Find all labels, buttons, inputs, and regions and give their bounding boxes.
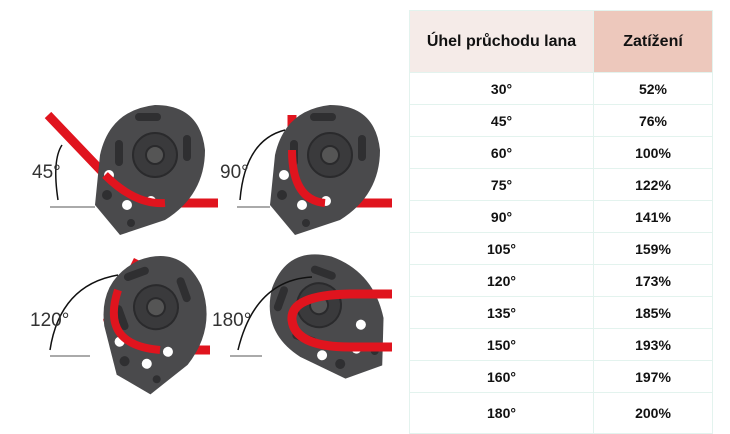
load-cell: 52% xyxy=(593,72,713,105)
angle-label-45: 45° xyxy=(32,162,61,183)
angle-cell: 30° xyxy=(409,72,594,105)
header-load: Zatížení xyxy=(593,10,713,73)
angle-cell: 75° xyxy=(409,168,594,201)
angle-cell: 135° xyxy=(409,296,594,329)
angle-cell: 45° xyxy=(409,104,594,137)
table-row: 135°185% xyxy=(409,296,713,329)
load-cell: 122% xyxy=(593,168,713,201)
table-row: 90°141% xyxy=(409,200,713,233)
load-cell: 100% xyxy=(593,136,713,169)
pulley-90-diagram: 90° xyxy=(220,104,392,236)
table-row: 75°122% xyxy=(409,168,713,201)
table-row: 45°76% xyxy=(409,104,713,137)
angle-cell: 120° xyxy=(409,264,594,297)
angle-cell: 180° xyxy=(409,392,594,434)
angle-cell: 150° xyxy=(409,328,594,361)
table-row: 120°173% xyxy=(409,264,713,297)
load-cell: 76% xyxy=(593,104,713,137)
table-row: 160°197% xyxy=(409,360,713,393)
angle-cell: 160° xyxy=(409,360,594,393)
load-cell: 141% xyxy=(593,200,713,233)
angle-cell: 105° xyxy=(409,232,594,265)
angle-label-180: 180° xyxy=(212,310,251,331)
load-cell: 185% xyxy=(593,296,713,329)
angle-label-120: 120° xyxy=(30,310,69,331)
table-row: 150°193% xyxy=(409,328,713,361)
angle-cell: 90° xyxy=(409,200,594,233)
header-angle: Úhel průchodu lana xyxy=(409,10,594,73)
table-row: 60°100% xyxy=(409,136,713,169)
load-cell: 173% xyxy=(593,264,713,297)
table-header-row: Úhel průchodu lana Zatížení xyxy=(409,10,713,73)
pulley-180-diagram: 180° xyxy=(212,240,400,390)
pulley-45-diagram: 45° xyxy=(32,104,218,236)
load-cell: 159% xyxy=(593,232,713,265)
load-cell: 200% xyxy=(593,392,713,434)
angle-label-90: 90° xyxy=(220,162,249,183)
angle-cell: 60° xyxy=(409,136,594,169)
load-cell: 197% xyxy=(593,360,713,393)
load-cell: 193% xyxy=(593,328,713,361)
load-table: Úhel průchodu lana Zatížení 30°52%45°76%… xyxy=(409,10,713,434)
table-row: 180°200% xyxy=(409,392,713,434)
pulley-angle-illustration: 45° 90° 120° 180° xyxy=(30,104,400,404)
table-row: 105°159% xyxy=(409,232,713,265)
pulley-120-diagram: 120° xyxy=(30,242,232,404)
table-row: 30°52% xyxy=(409,72,713,105)
